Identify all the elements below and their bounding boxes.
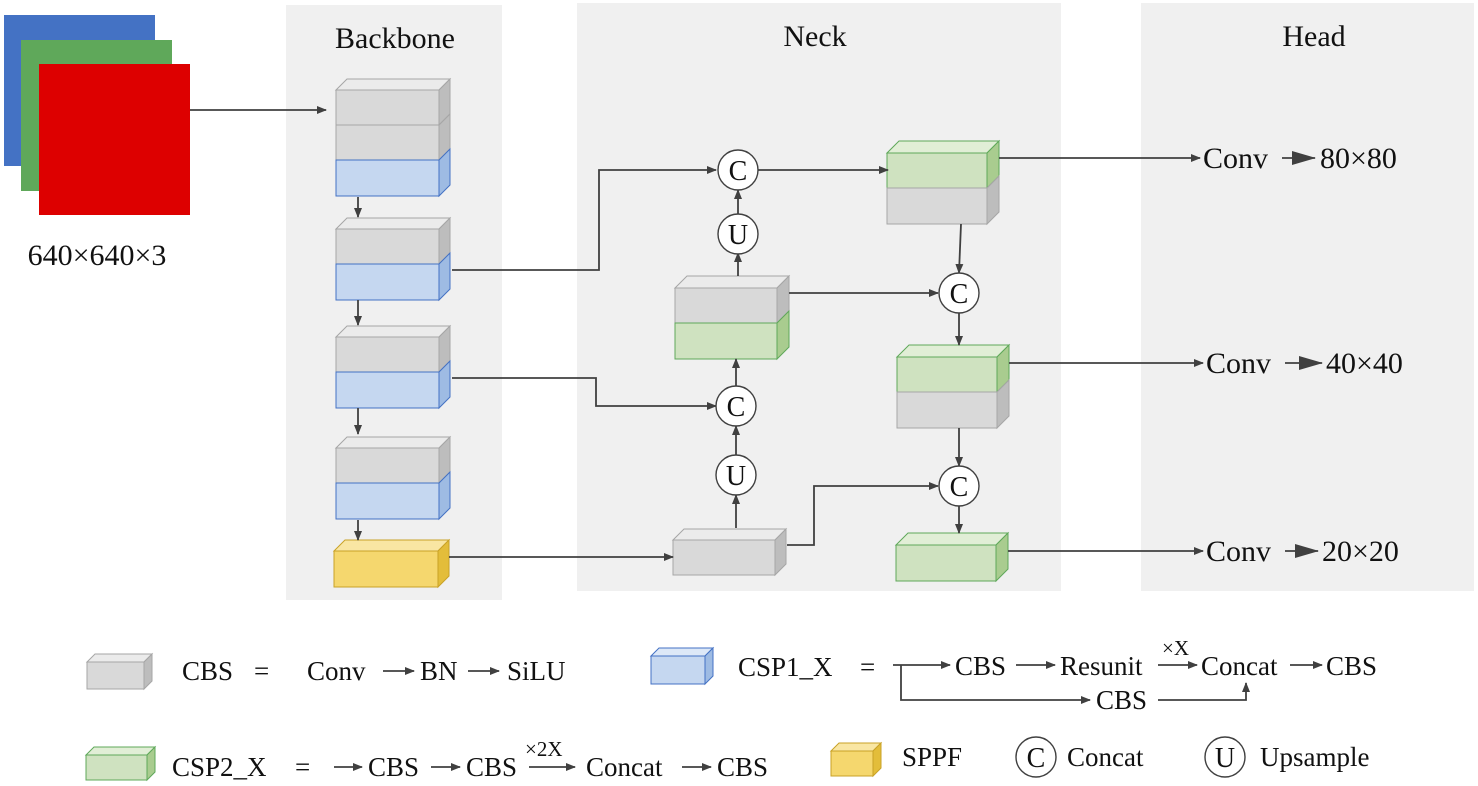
legend-concat-symbol xyxy=(1015,736,1057,778)
legend-csp1-times: ×X xyxy=(1162,636,1189,660)
neck-csp-mid xyxy=(673,274,791,361)
upsample-node-low: U xyxy=(715,454,757,496)
arrow-neckcbs-to-concat-right2 xyxy=(787,482,939,546)
svg-text:U: U xyxy=(1215,743,1235,774)
backbone-title: Backbone xyxy=(335,22,455,55)
legend-concat-name: Concat xyxy=(1067,742,1144,772)
head-output-1: Conv 80×80 xyxy=(1203,142,1397,175)
head-output-3: Conv 20×20 xyxy=(1206,535,1399,568)
neck-cbs xyxy=(671,527,788,577)
svg-text:U: U xyxy=(726,461,746,492)
legend-sppf-swatch xyxy=(829,741,883,778)
legend-cbs-eq: = xyxy=(254,656,269,686)
link-stage3-to-concat-mid xyxy=(452,377,717,410)
legend-cbs-swatch xyxy=(85,652,154,691)
backbone-sppf xyxy=(332,538,451,589)
legend-csp1-cbs-c: CBS xyxy=(1096,685,1147,715)
legend-csp2-eq: = xyxy=(295,752,310,782)
svg-text:C: C xyxy=(727,392,746,423)
legend-sppf-name: SPPF xyxy=(902,742,962,772)
head-title: Head xyxy=(1282,20,1345,53)
input-image-stack xyxy=(4,15,190,215)
legend: CBS = Conv BN SiLU CSP1_X = CBS Resunit … xyxy=(172,636,1377,782)
head-output-2: Conv 40×40 xyxy=(1206,347,1403,380)
svg-text:C: C xyxy=(950,279,969,310)
link-stage2-to-concat-top xyxy=(452,166,717,271)
input-channel-red xyxy=(39,64,190,215)
svg-text:C: C xyxy=(950,472,969,503)
legend-csp1-swatch xyxy=(649,646,715,686)
legend-csp1-cbs-a: CBS xyxy=(955,651,1006,681)
legend-csp2-name: CSP2_X xyxy=(172,752,267,782)
concat-node-right2: C xyxy=(938,465,980,507)
legend-csp2-concat: Concat xyxy=(586,752,663,782)
legend-csp2-swatch xyxy=(84,745,157,782)
input-size-label: 640×640×3 xyxy=(28,239,167,272)
backbone-stage-2 xyxy=(334,216,452,302)
head-conv-label: Conv xyxy=(1206,535,1271,568)
neck-csp-out-3 xyxy=(894,531,1010,583)
neck-title: Neck xyxy=(783,20,846,53)
neck-panel xyxy=(577,3,1061,591)
upsample-node-top: U xyxy=(717,213,759,255)
arrow-cspout1-to-concat-right1 xyxy=(955,223,964,274)
concat-node-right1: C xyxy=(938,272,980,314)
concat-node-top: C xyxy=(717,149,759,191)
legend-csp2-cbs-c: CBS xyxy=(717,752,768,782)
legend-csp1-concat: Concat xyxy=(1201,651,1278,681)
svg-text:U: U xyxy=(728,220,748,251)
head-size-label: 40×40 xyxy=(1326,347,1403,380)
legend-upsample-symbol xyxy=(1204,736,1246,778)
svg-text:C: C xyxy=(729,156,748,187)
legend-csp1-cbs-b: CBS xyxy=(1326,651,1377,681)
legend-csp2-cbs-b: CBS xyxy=(466,752,517,782)
legend-upsample-name: Upsample xyxy=(1260,742,1369,772)
legend-cbs-name: CBS xyxy=(182,656,233,686)
legend-csp2-cbs-a: CBS xyxy=(368,752,419,782)
backbone-stage-3 xyxy=(334,324,452,410)
neck-csp-out-1 xyxy=(885,139,1001,226)
backbone-stage-1 xyxy=(334,77,452,198)
head-size-label: 80×80 xyxy=(1320,142,1397,175)
concat-node-mid: C xyxy=(715,385,757,427)
head-panel xyxy=(1141,3,1474,591)
head-conv-label: Conv xyxy=(1206,347,1271,380)
legend-cbs-conv: Conv xyxy=(307,656,366,686)
legend-csp1-resunit: Resunit xyxy=(1060,651,1143,681)
backbone-stage-4 xyxy=(334,435,452,521)
legend-csp1-eq: = xyxy=(860,652,875,682)
svg-text:C: C xyxy=(1027,743,1046,774)
head-size-label: 20×20 xyxy=(1322,535,1399,568)
head-conv-label: Conv xyxy=(1203,142,1268,175)
legend-cbs-silu: SiLU xyxy=(507,656,566,686)
legend-cbs-bn: BN xyxy=(420,656,458,686)
legend-csp2-times: ×2X xyxy=(525,737,563,761)
neck-csp-out-2 xyxy=(895,343,1011,430)
legend-csp1-name: CSP1_X xyxy=(738,652,833,682)
